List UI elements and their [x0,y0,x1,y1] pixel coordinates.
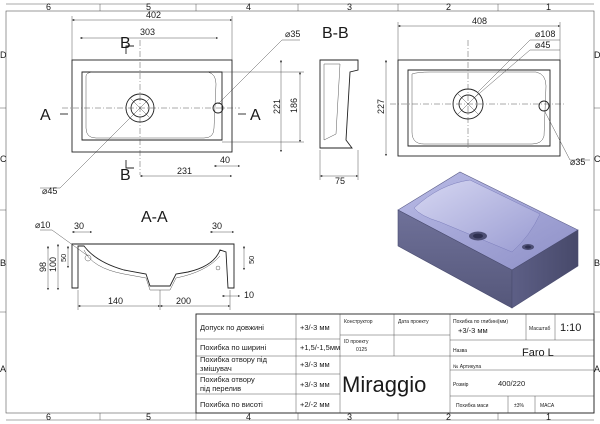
tb-row-label-line2: під перелив [200,384,241,393]
section-bb-title: B-B [322,25,349,42]
dim-aa-right-50: 50 [247,256,256,264]
zone-row-label: B [0,258,6,268]
tb-mass-tolerance-value: ±3% [514,403,525,409]
section-aa: A-A 100 98 50 50 30 30 ⌀10 140 200 10 [35,209,256,310]
zone-col-label: 2 [446,2,451,12]
zone-col-label: 5 [146,2,151,12]
zone-col-label: 2 [446,412,451,422]
top-view-rim [81,71,223,141]
dim-right-height: 227 [376,99,386,114]
zone-col-label: 6 [46,2,51,12]
dim-bb-depth: 75 [335,176,345,186]
section-marker-b: B [120,167,131,184]
right-view: 408 227 ⌀108 ⌀45 ⌀35 [376,16,590,167]
dim-tap-hole-dia: ⌀35 [285,29,300,39]
dim-right-outer-dia: ⌀108 [535,29,555,39]
zone-col-label: 5 [146,412,151,422]
section-bb-profile [319,59,359,149]
tb-row-value: +1,5/-1,5мм [300,343,340,352]
zone-row-label: C [594,154,600,164]
zone-col-label: 3 [347,2,352,12]
tb-row-label-line1: Похибка отвору під [200,355,268,364]
zone-col-label: 4 [246,2,251,12]
tb-scale-label: Масштаб [529,326,551,332]
zone-col-label: 4 [246,412,251,422]
zone-row-label: D [594,50,600,60]
tb-name-value: Faro L [522,347,554,359]
tb-row-value: +3/-3 мм [300,323,330,332]
top-view-bowl [85,71,217,139]
tb-size-value: 400/220 [498,379,525,388]
tb-article-label: № Артикула [453,364,481,370]
dim-aa-overflow-dia: ⌀10 [35,220,50,230]
zone-row-label: B [594,258,600,268]
section-bb: B-B 75 [319,25,359,186]
zone-col-label: 1 [546,2,551,12]
tb-name-label: Назва [453,348,467,354]
dim-aa-left-50: 50 [59,254,68,262]
dim-height: 186 [289,98,299,113]
dim-aa-bottom-200: 200 [176,296,191,306]
tb-row-value: +3/-3 мм [300,380,330,389]
dim-drain-dia: ⌀45 [42,186,57,196]
zone-col-label: 6 [46,412,51,422]
dim-tap-hole-offset: 303 [140,27,155,37]
tb-constructor-label: Конструктор [344,319,373,325]
dim-overall-width: 402 [146,10,161,20]
top-view-outline [71,59,233,153]
tb-row-label-line2: змішувач [200,364,232,373]
dim-aa-height-98: 98 [38,262,48,272]
tb-row-label-line1: Похибка отвору [200,375,255,384]
tb-depth-tolerance-value: +3/-3 мм [458,326,488,335]
tb-row-value: +2/-2 мм [300,400,330,409]
tb-size-label: Розмір [453,382,469,388]
tb-row-label: Похибка по ширині [200,343,266,352]
dim-aa-bottom-140: 140 [108,296,123,306]
section-marker-a: A [250,107,261,124]
dim-right-drain-dia: ⌀45 [535,40,550,50]
zone-row-label: A [594,364,600,374]
dim-aa-top-30: 30 [74,221,84,231]
section-aa-title: A-A [141,209,168,226]
right-tap-hole [538,100,550,112]
dim-right-tap-dia: ⌀35 [570,157,585,167]
zone-col-label: 3 [347,412,352,422]
brand-logo: Miraggio [342,372,426,397]
top-view: 402 303 186 221 ⌀35 ⌀45 231 40 B B A A [40,10,304,196]
tb-scale-value: 1:10 [560,322,581,334]
tb-mass-label: МАСА [540,403,555,409]
zone-col-label: 1 [546,412,551,422]
sink-3d-render [397,171,579,309]
zone-row-label: D [0,50,7,60]
dim-drain-offset: 231 [177,166,192,176]
zone-row-label: A [0,364,6,374]
dim-right-width: 408 [472,16,487,26]
dim-depth: 221 [272,99,282,114]
tb-row-label: Похибка по висоті [200,400,263,409]
right-view-outline [397,59,561,157]
tb-mass-tolerance-label: Похибка маси [456,403,489,409]
tb-depth-tolerance-label: Похибка по глибині(мм) [453,319,508,325]
dim-edge-offset: 40 [220,155,230,165]
zone-row-label: C [0,154,7,164]
tb-row-label: Допуск по довжині [200,323,264,332]
tb-project-id-label: ID проекту [344,339,369,345]
dim-aa-height-100: 100 [48,257,58,272]
section-marker-b: B [120,35,131,52]
title-block: Допуск по довжині +3/-3 мм Похибка по ши… [195,313,595,414]
dim-aa-right-30: 30 [212,221,222,231]
tb-project-date-label: Дата проекту [398,319,429,325]
section-aa-profile [71,243,235,289]
section-marker-a: A [40,107,51,124]
dim-aa-wall-10: 10 [244,290,254,300]
tb-row-value: +3/-3 мм [300,360,330,369]
tb-project-id-value: 0125 [356,347,367,353]
